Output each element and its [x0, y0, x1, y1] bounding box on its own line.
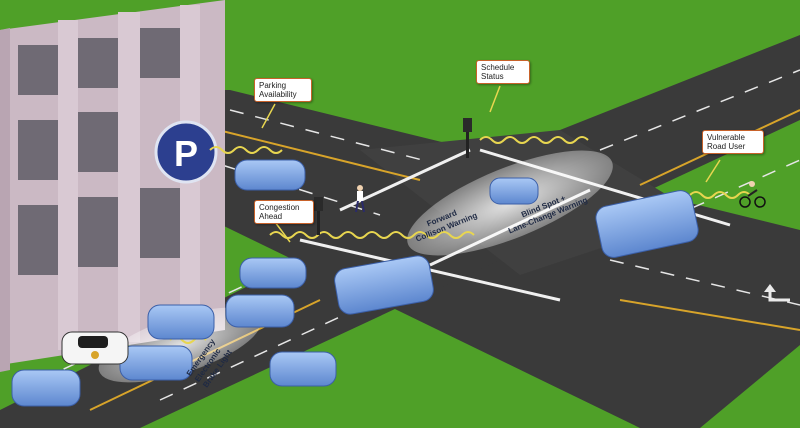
vehicle-car — [225, 294, 295, 328]
lane-line-yellow — [209, 127, 421, 181]
vehicle-car — [11, 369, 81, 407]
traffic-light-icon — [463, 118, 472, 158]
police-car-icon — [61, 331, 129, 365]
parking-sign-letter: P — [174, 133, 198, 174]
callout-schedule-status: Schedule Status — [476, 60, 530, 84]
callout-vulnerable-road-user: Vulnerable Road User — [702, 130, 764, 154]
turn-arrow-icon — [764, 284, 790, 302]
vehicle-van — [334, 255, 434, 315]
cyclist-icon — [739, 181, 766, 208]
vehicle-car — [234, 159, 306, 191]
callout-pointers — [261, 85, 721, 243]
vehicle-car — [147, 304, 215, 340]
vehicle-car — [489, 177, 539, 205]
callout-parking-availability: Parking Availability — [254, 78, 312, 102]
vehicle-bus — [595, 190, 699, 258]
callout-congestion-ahead: Congestion Ahead — [254, 200, 314, 224]
vehicles — [11, 159, 699, 407]
wireless-signal-icon — [169, 136, 751, 344]
pedestrian-icon — [355, 185, 365, 213]
vehicle-car — [269, 351, 337, 387]
parking-icon: P — [154, 120, 218, 184]
lane-line-yellow — [619, 299, 800, 331]
vehicle-car — [239, 257, 307, 289]
vehicle-car — [119, 345, 193, 381]
traffic-light-icon — [314, 197, 323, 235]
parking-garage-building — [0, 0, 225, 372]
